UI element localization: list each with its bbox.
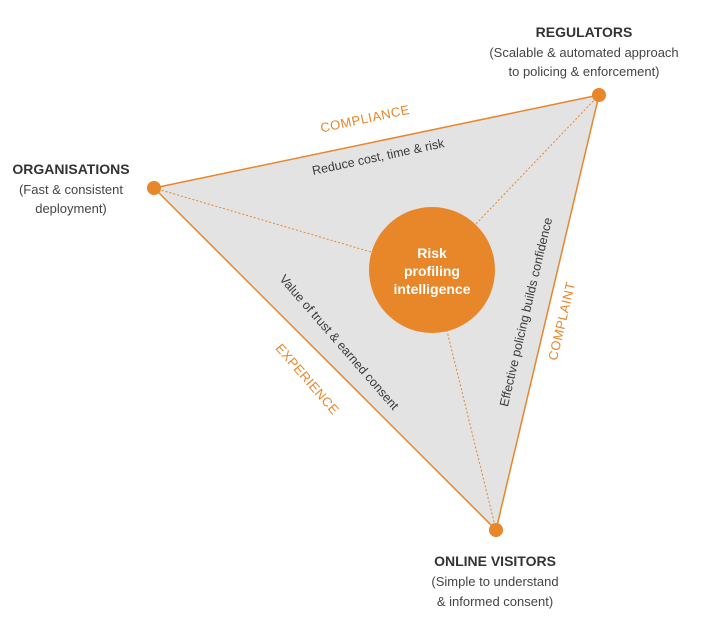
vertex-dot-online-visitors [489,523,503,537]
center-label-line1: Risk [417,245,447,261]
center-circle [369,207,495,333]
organisations-title: ORGANISATIONS [12,161,129,177]
online-visitors-desc-line2: & informed consent) [437,594,553,609]
organisations-desc-line1: (Fast & consistent [19,182,123,197]
vertex-dot-organisations [147,181,161,195]
regulators-title: REGULATORS [536,24,633,40]
organisations-desc-line2: deployment) [35,201,107,216]
online-visitors-title: ONLINE VISITORS [434,553,556,569]
triangle-area [152,94,601,532]
edge-label-compliance: COMPLIANCE [319,102,411,136]
online-visitors-desc-line1: (Simple to understand [431,574,558,589]
vertex-dot-regulators [592,88,606,102]
connector-online-visitors [431,269,497,531]
center-label-line2: profiling [404,263,460,279]
regulators-desc-line1: (Scalable & automated approach [489,45,678,60]
center-label-line3: intelligence [393,281,470,297]
regulators-desc-line2: to policing & enforcement) [508,64,659,79]
